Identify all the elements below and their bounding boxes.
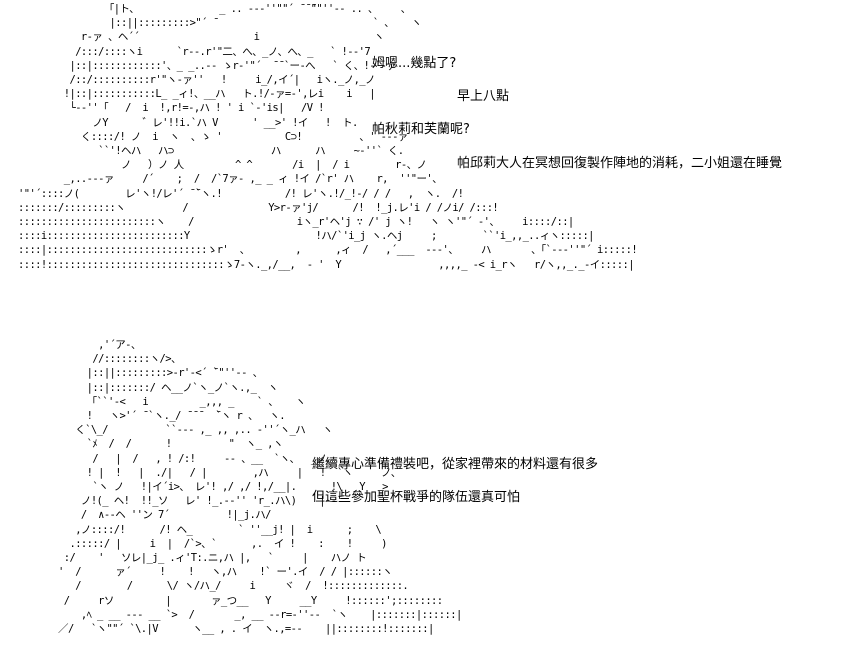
dialogue-line: 姆嗯...幾點了? <box>372 56 457 71</box>
ascii-art-figure-2: ,'´ア‐、 //::::::::ヽ/>、 |::||:::::::::>-r'… <box>58 339 462 636</box>
panel-2: ,'´ア‐、 //::::::::ヽ/>、 |::||:::::::::>-r'… <box>0 330 850 661</box>
dialogue-line: 但這些參加聖杯戰爭的隊伍還真可怕 <box>312 490 521 505</box>
panel-1: 「|ト、 _ .. -‐‐''""´ ̄ ̄ ̄""''‐- .. 、 、 |:… <box>0 0 850 330</box>
dialogue-line: 帕秋莉和芙蘭呢? <box>372 122 470 137</box>
dialogue-line: 繼續專心準備禮裝吧，從家裡帶來的材料還有很多 <box>312 457 599 472</box>
ascii-art-figure-1: 「|ト、 _ .. -‐‐''""´ ̄ ̄ ̄""''‐- .. 、 、 |:… <box>18 3 638 271</box>
dialogue-line: 早上八點 <box>457 89 510 104</box>
dialogue-line: 帕邱莉大人在冥想回復製作陣地的消耗，二小姐還在睡覺 <box>457 156 783 171</box>
